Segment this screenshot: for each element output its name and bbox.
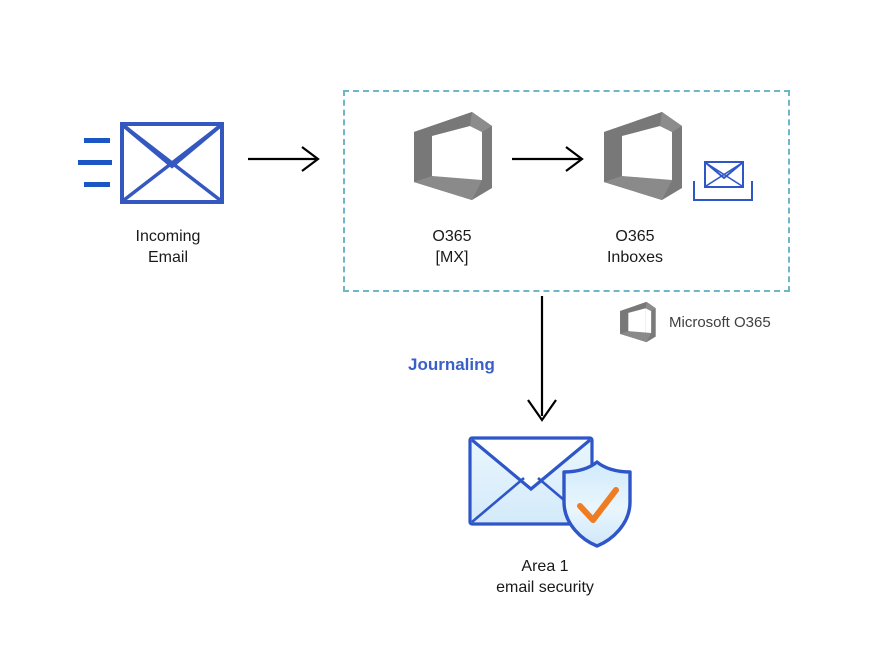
- area1-shield: [562, 460, 632, 548]
- o365-mx-label: O365 [MX]: [432, 228, 472, 266]
- speed-line-bottom: [84, 182, 110, 187]
- office-inner-page: [432, 126, 470, 186]
- arrow-mx-to-inboxes-icon: [512, 139, 588, 179]
- office365-logo-icon: [598, 110, 684, 202]
- legend-label: Microsoft O365: [669, 313, 771, 331]
- envelope-diagonal-b: [122, 124, 222, 202]
- arrow-journaling-down-icon: [516, 296, 568, 424]
- o365-boundary-zone: [343, 90, 790, 292]
- area1-envelope-flap: [470, 438, 592, 492]
- secure-email-shield-icon: [466, 430, 632, 548]
- office365-logo-icon: [617, 301, 657, 343]
- inbox-tray-envelope-icon: [692, 159, 754, 203]
- legend-microsoft-o365: Microsoft O365: [617, 301, 797, 343]
- office365-logo-icon: [408, 110, 494, 202]
- area1-label: Area 1 email security: [496, 558, 594, 596]
- incoming-email-label: Incoming Email: [135, 228, 201, 266]
- journaling-label: Journaling: [408, 355, 495, 374]
- office-inner-page: [622, 126, 660, 186]
- checkmark-icon: [577, 487, 619, 523]
- o365-inboxes-label: O365 Inboxes: [606, 228, 664, 266]
- speed-line-top: [84, 138, 110, 143]
- incoming-email-icon: [78, 118, 226, 210]
- arrow-incoming-to-o365-icon: [248, 139, 324, 179]
- speed-line-middle: [78, 160, 112, 165]
